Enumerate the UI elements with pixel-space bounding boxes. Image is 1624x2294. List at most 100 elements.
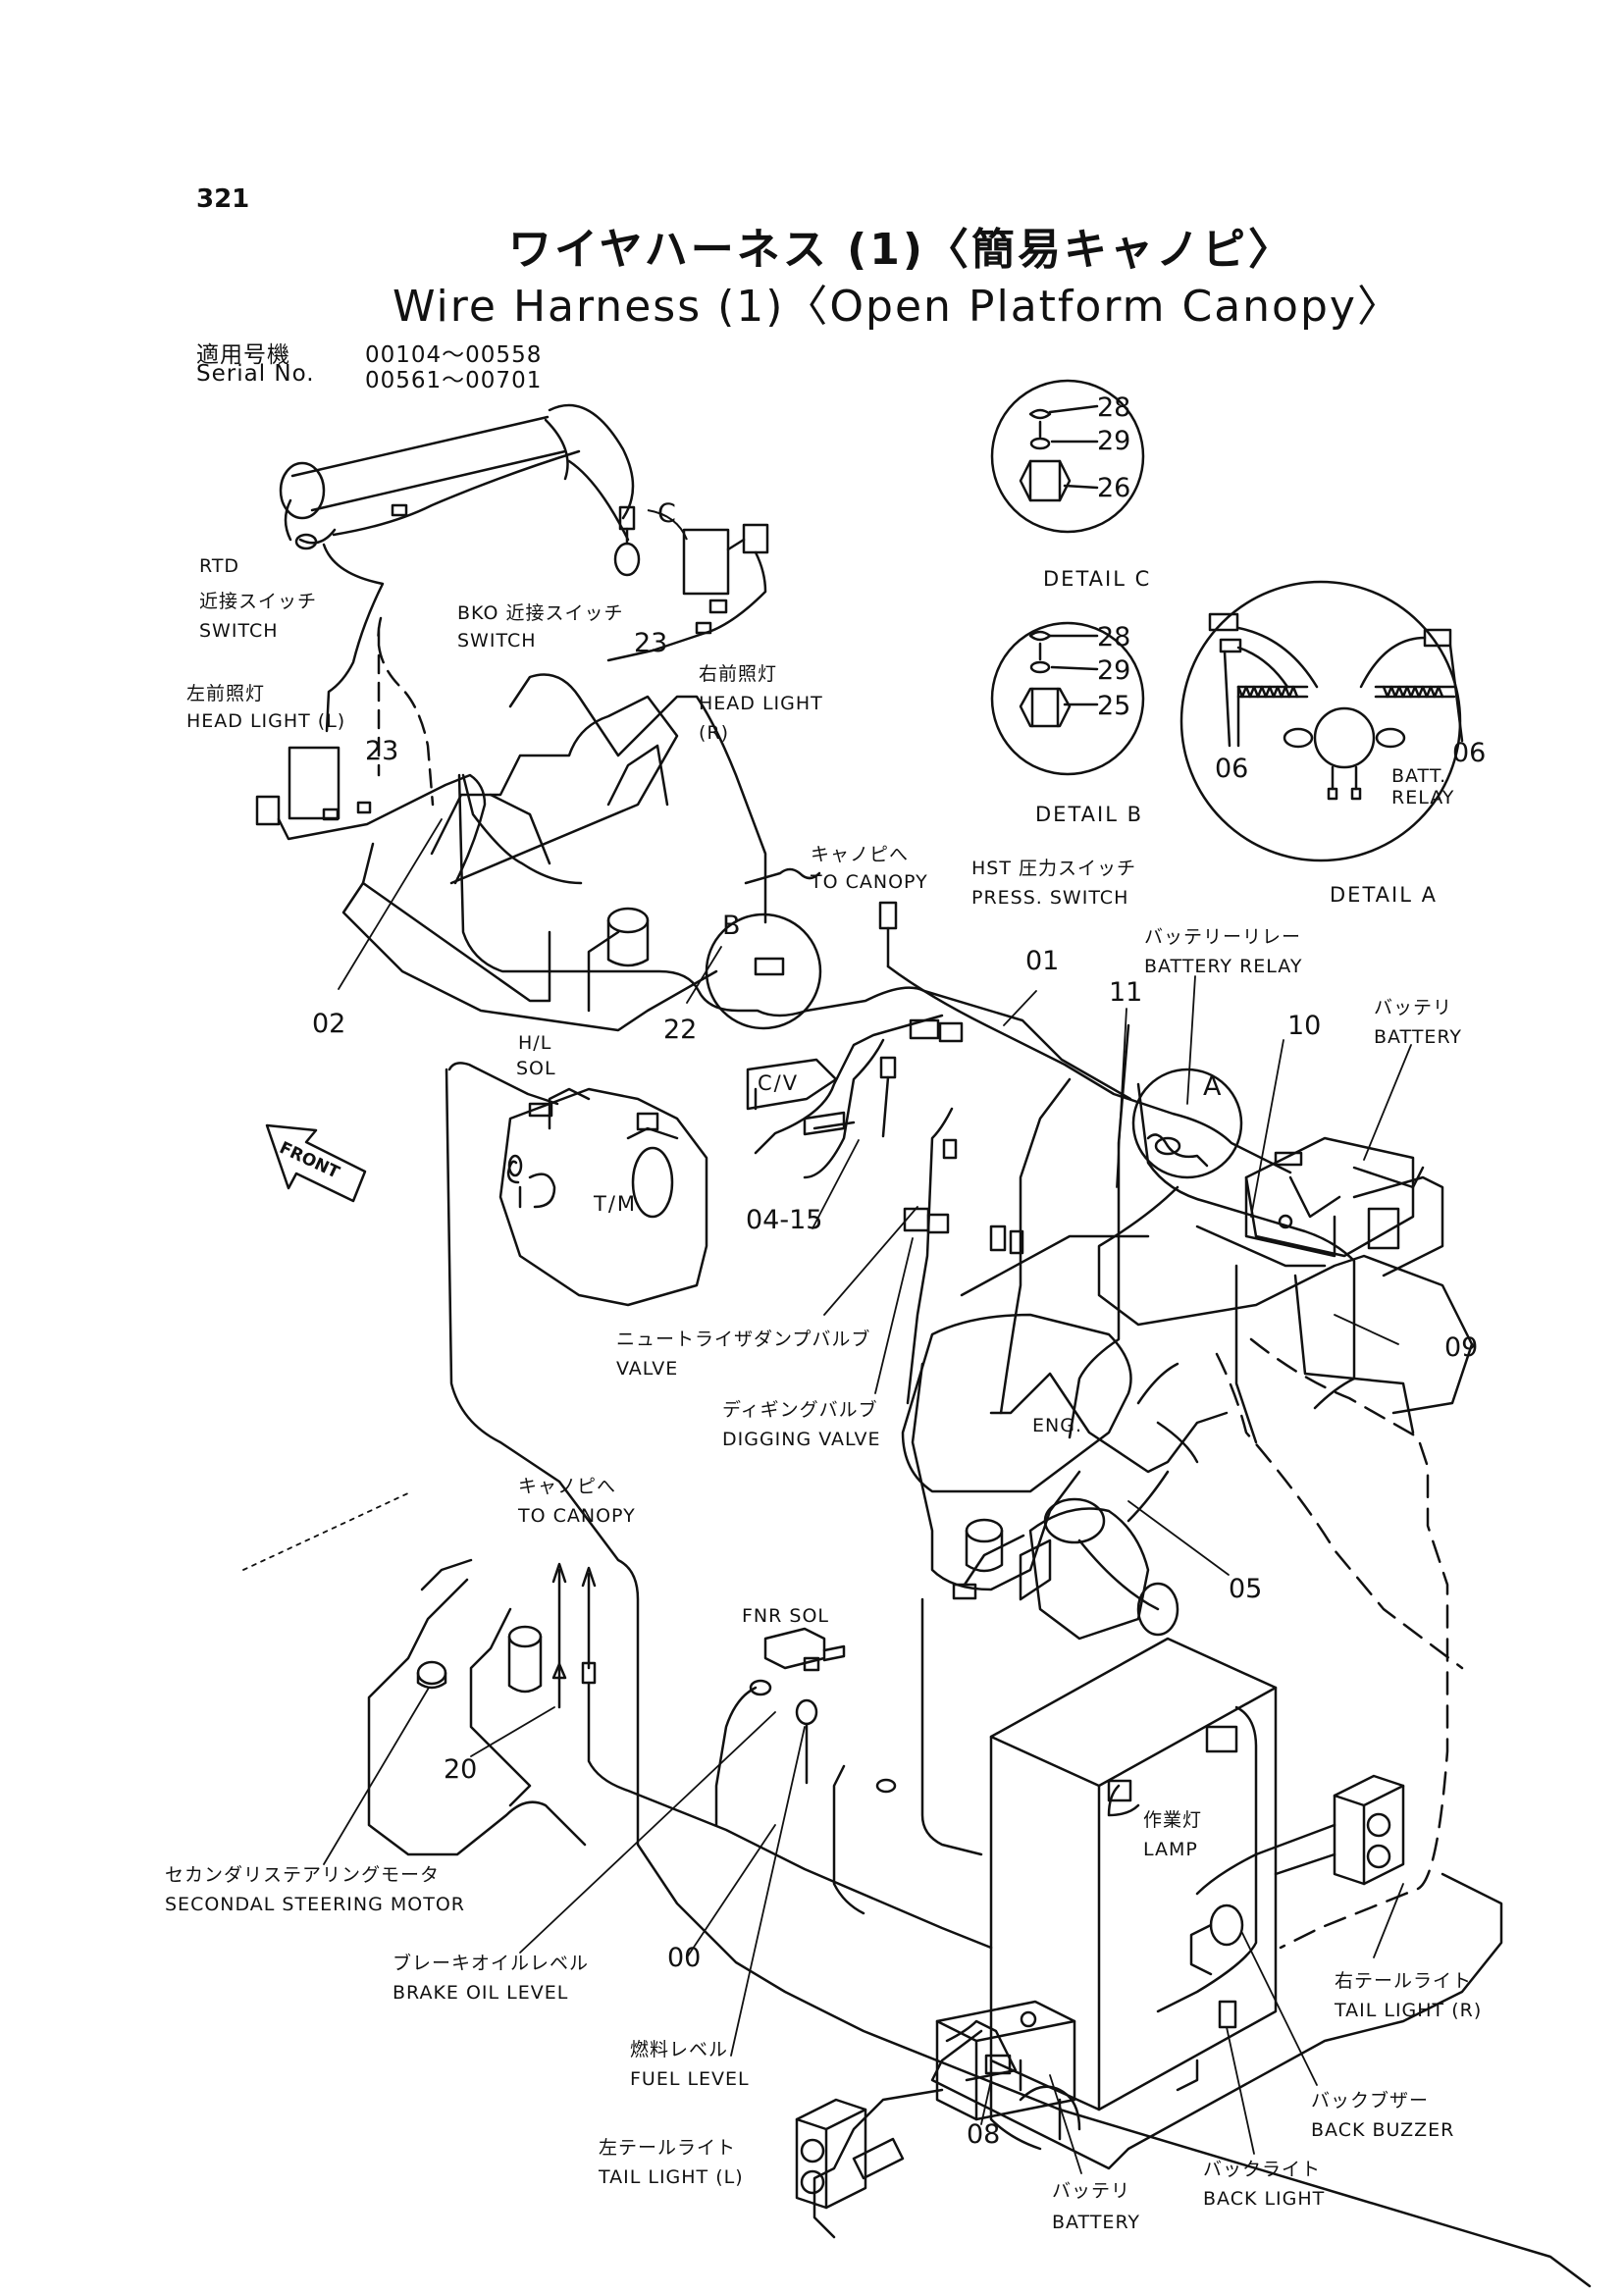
front-arrow: [265, 1123, 367, 1203]
work-lamp-en: LAMP: [1143, 1839, 1198, 1860]
fnr-sol-valve: [714, 1627, 846, 1827]
cv-label: C/V: [758, 1071, 800, 1095]
to-canopy-top-en: TO CANOPY: [811, 871, 928, 893]
head-light-right-en1: HEAD LIGHT: [699, 693, 823, 714]
callout-02: 02: [312, 1009, 346, 1039]
callout-11: 11: [1109, 977, 1143, 1008]
tail-light-left-jp: 左テールライト: [599, 2137, 737, 2159]
secondary-steering-en: SECONDAL STEERING MOTOR: [165, 1894, 465, 1915]
detail-b-circle: [990, 621, 1145, 776]
applicable-label: 適用号機: [196, 342, 290, 368]
harness-02: [457, 773, 1132, 1101]
head-light-left-assembly: [255, 746, 487, 885]
leader-lines: [242, 818, 1412, 2174]
tail-light-left: [795, 2098, 867, 2210]
to-canopy-bottom-en: TO CANOPY: [518, 1505, 636, 1527]
back-light-jp: バックライト: [1203, 2159, 1322, 2180]
detail-c-label: DETAIL C: [1043, 567, 1152, 591]
bko-switch-jp: BKO 近接スイッチ: [457, 602, 624, 624]
page-title-en: Wire Harness (1)〈Open Platform Canopy〉: [393, 282, 1402, 332]
chassis-right: [1097, 1185, 1474, 1415]
to-canopy-bottom-jp: キャノピへ: [518, 1476, 617, 1497]
callout-20: 20: [444, 1754, 478, 1785]
callout-22: 22: [663, 1015, 698, 1045]
detail-c-part-29: 29: [1097, 426, 1131, 456]
rtd-switch-en: SWITCH: [199, 620, 279, 642]
detail-b-part-25: 25: [1097, 691, 1131, 721]
callout-05: 05: [1229, 1574, 1263, 1604]
callout-01: 01: [1025, 946, 1060, 976]
detail-b-label: DETAIL B: [1035, 803, 1143, 826]
bko-switch-en: SWITCH: [457, 630, 537, 652]
secondary-steering-motor: [416, 1660, 447, 1686]
eng-label: ENG.: [1032, 1415, 1082, 1436]
detail-c-part-26: 26: [1097, 473, 1131, 503]
brake-oil-level-en: BRAKE OIL LEVEL: [393, 1982, 569, 2004]
digging-valve-connector: [903, 1207, 930, 1232]
fuel-level-en: FUEL LEVEL: [630, 2068, 750, 2090]
callout-b: B: [722, 911, 741, 941]
chassis-dashed-outline: [1249, 1337, 1449, 1950]
hl-sol-label-2: SOL: [516, 1058, 556, 1079]
head-light-right-en2: (R): [699, 722, 730, 744]
harness-hl-sol: [445, 1068, 1592, 2288]
rtd-switch-jp: 近接スイッチ: [199, 591, 318, 612]
detail-a-part-06-left: 06: [1215, 754, 1249, 784]
page-number: 321: [196, 184, 250, 214]
detail-a-parts: [1208, 612, 1464, 801]
back-buzzer: [1209, 1903, 1244, 1947]
neutralizer-valve-jp: ニュートライザダンプバルブ: [616, 1329, 871, 1350]
secondary-steering-jp: セカンダリステアリングモータ: [165, 1864, 441, 1886]
back-buzzer-jp: バックブザー: [1311, 2090, 1430, 2112]
detail-b-part-29: 29: [1097, 655, 1131, 686]
to-canopy-top-jp: キャノピへ: [811, 844, 910, 865]
callout-c: C: [657, 498, 676, 529]
back-light-en: BACK LIGHT: [1203, 2188, 1326, 2210]
callout-09: 09: [1444, 1332, 1479, 1363]
callout-23-lower: 23: [365, 736, 399, 766]
digging-valve-jp: ディギングバルブ: [722, 1399, 878, 1421]
engine: [901, 1313, 1229, 1641]
detail-c-parts: [1019, 404, 1099, 502]
applicable-value: 00104～00558: [365, 342, 543, 368]
head-light-right-jp: 右前照灯: [699, 663, 778, 685]
battery-relay-en: BATTERY RELAY: [1144, 956, 1303, 977]
battery-box-top: [1244, 1136, 1444, 1277]
rtd-label: RTD: [199, 555, 240, 577]
fnr-sol-label: FNR SOL: [742, 1605, 829, 1627]
detail-a-relay-label: RELAY: [1391, 787, 1455, 808]
tail-light-left-en: TAIL LIGHT (L): [599, 2166, 744, 2188]
head-light-left-en: HEAD LIGHT (L): [186, 710, 346, 732]
callout-a-circle: [1131, 1068, 1243, 1179]
machine-frame: [341, 673, 767, 1032]
back-buzzer-en: BACK BUZZER: [1311, 2119, 1455, 2141]
fuel-level-jp: 燃料レベル: [630, 2039, 729, 2060]
serial-value: 00561～00701: [365, 368, 543, 393]
tail-light-right-jp: 右テールライト: [1335, 1970, 1473, 1992]
detail-a-part-06-right: 06: [1452, 738, 1487, 768]
work-lamp-jp: 作業灯: [1143, 1809, 1203, 1831]
brake-oil-tank: [507, 1625, 543, 1648]
harness-rtd-switch: [322, 543, 385, 733]
brake-oil-level-jp: ブレーキオイルレベル: [393, 1953, 590, 1974]
cv-valve: [746, 1058, 838, 1111]
work-lamp-box: [989, 1637, 1278, 2112]
battery-top-jp: バッテリ: [1374, 997, 1453, 1018]
harness-11: [1068, 1023, 1130, 1439]
head-light-right-assembly: [606, 523, 769, 662]
battery-top-en: BATTERY: [1374, 1026, 1463, 1048]
detail-b-parts: [1019, 630, 1099, 728]
tm-label: T/M: [594, 1192, 638, 1216]
page-title-jp: ワイヤハーネス (1)〈簡易キャノピ〉: [508, 225, 1294, 275]
battery-relay-jp: バッテリーリレー: [1144, 926, 1302, 948]
battery-bottom-en: BATTERY: [1052, 2212, 1141, 2233]
detail-c-part-28: 28: [1097, 392, 1131, 423]
tail-light-right-en: TAIL LIGHT (R): [1335, 2000, 1483, 2021]
hst-press-switch-jp: HST 圧力スイッチ: [971, 858, 1136, 879]
harness-dashed-left: [377, 616, 435, 807]
hst-press-switch-en: PRESS. SWITCH: [971, 887, 1129, 909]
detail-b-part-28: 28: [1097, 622, 1131, 652]
detail-a-label: DETAIL A: [1330, 883, 1438, 907]
callout-10: 10: [1287, 1011, 1322, 1041]
